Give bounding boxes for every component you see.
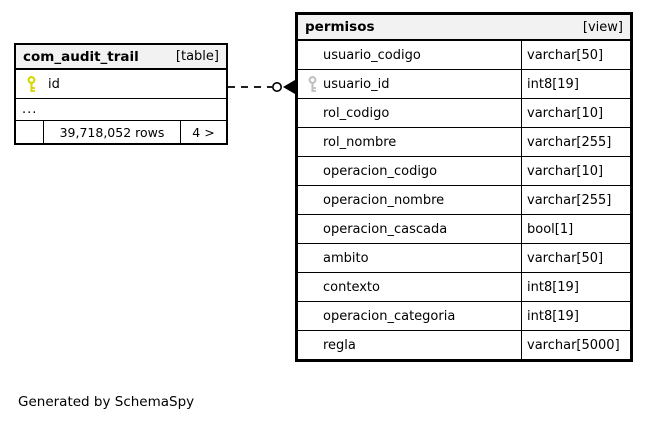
column-type-label: int8[19]	[521, 70, 630, 98]
column-name-label: rol_codigo	[323, 105, 390, 121]
column-name-cell: operacion_categoria	[298, 302, 521, 330]
column-type-label: varchar[255]	[521, 128, 630, 156]
generated-by-note: Generated by SchemaSpy	[18, 394, 195, 410]
column-type-label: varchar[10]	[521, 99, 630, 127]
column-row-operacion-categoria: operacion_categoria int8[19]	[298, 302, 630, 331]
column-name-label: rol_nombre	[323, 134, 397, 150]
primary-key-icon	[26, 75, 42, 93]
table-node-permisos: permisos [view] usuario_codigo varchar[5…	[295, 12, 633, 362]
column-row-regla: regla varchar[5000]	[298, 331, 630, 359]
table-name-com-audit-trail[interactable]: com_audit_trail	[23, 48, 139, 65]
collapsed-columns-ellipsis: ...	[16, 99, 226, 121]
column-name-label: operacion_nombre	[323, 192, 445, 208]
table-header-permisos: permisos [view]	[298, 15, 630, 41]
column-name-cell: rol_codigo	[298, 99, 521, 127]
column-type-label: varchar[50]	[521, 41, 630, 69]
column-name-label: contexto	[323, 279, 380, 295]
column-name-label: operacion_codigo	[323, 163, 438, 179]
column-row-rol-codigo: rol_codigo varchar[10]	[298, 99, 630, 128]
column-name-cell: usuario_id	[298, 70, 521, 98]
crow-foot-arrowhead	[283, 80, 295, 94]
view-kind-label: [view]	[582, 19, 623, 35]
column-type-label: varchar[5000]	[521, 331, 630, 359]
table-stats-row: 39,718,052 rows 4 >	[16, 121, 226, 143]
row-count-label: 39,718,052 rows	[59, 124, 165, 140]
column-row-operacion-nombre: operacion_nombre varchar[255]	[298, 186, 630, 215]
column-name-label: regla	[323, 337, 356, 353]
column-row-rol-nombre: rol_nombre varchar[255]	[298, 128, 630, 157]
column-type-label: varchar[50]	[521, 244, 630, 272]
column-name-cell: id	[16, 70, 226, 98]
stats-spacer-cell	[16, 121, 44, 143]
table-name-permisos[interactable]: permisos	[305, 19, 375, 35]
column-name-cell: regla	[298, 331, 521, 359]
related-tables-count[interactable]: 4 >	[180, 121, 226, 143]
column-name-label: id	[48, 76, 60, 92]
column-type-label: varchar[10]	[521, 157, 630, 185]
column-type-label: int8[19]	[521, 302, 630, 330]
column-type-label: int8[19]	[521, 273, 630, 301]
column-row-id: id	[16, 70, 226, 99]
column-name-label: usuario_codigo	[323, 47, 421, 63]
table-header-com-audit-trail: com_audit_trail [table]	[16, 45, 226, 70]
column-row-operacion-cascada: operacion_cascada bool[1]	[298, 215, 630, 244]
column-name-cell: operacion_cascada	[298, 215, 521, 243]
column-name-label: operacion_categoria	[323, 308, 456, 324]
column-row-operacion-codigo: operacion_codigo varchar[10]	[298, 157, 630, 186]
column-name-cell: operacion_codigo	[298, 157, 521, 185]
column-name-cell: ambito	[298, 244, 521, 272]
table-kind-label: [table]	[175, 49, 219, 64]
column-row-usuario-codigo: usuario_codigo varchar[50]	[298, 41, 630, 70]
column-name-cell: usuario_codigo	[298, 41, 521, 69]
column-type-label: bool[1]	[521, 215, 630, 243]
column-name-cell: rol_nombre	[298, 128, 521, 156]
column-name-label: operacion_cascada	[323, 221, 448, 237]
relationship-connector	[228, 80, 295, 94]
column-type-label: varchar[255]	[521, 186, 630, 214]
column-name-label: usuario_id	[323, 76, 390, 92]
table-node-com-audit-trail: com_audit_trail [table] id ... 39,718,05…	[14, 43, 228, 145]
column-name-label: ambito	[323, 250, 369, 266]
column-row-ambito: ambito varchar[50]	[298, 244, 630, 273]
column-name-cell: contexto	[298, 273, 521, 301]
column-name-cell: operacion_nombre	[298, 186, 521, 214]
column-row-usuario-id: usuario_id int8[19]	[298, 70, 630, 99]
zero-cardinality-circle	[271, 82, 282, 92]
foreign-key-icon	[307, 75, 323, 93]
column-row-contexto: contexto int8[19]	[298, 273, 630, 302]
